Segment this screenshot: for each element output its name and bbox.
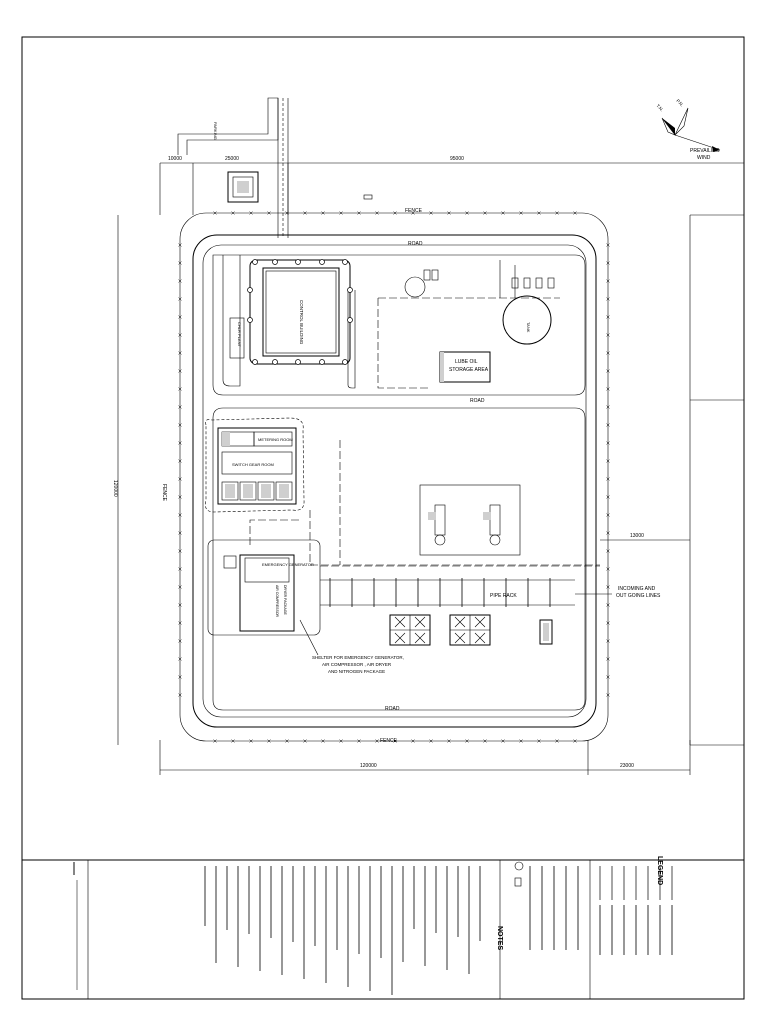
air-coolers (389, 614, 553, 646)
guard-house (227, 171, 259, 203)
svg-text:TANK: TANK (526, 322, 531, 333)
storage-tank (502, 295, 552, 345)
fence-marks (178, 211, 610, 743)
knock-out-drum (404, 276, 426, 298)
fence-label-top: FENCE (405, 208, 423, 214)
pipe-rack (320, 565, 600, 607)
upper-road-loop (212, 254, 586, 396)
pn-label: P.N. (675, 98, 684, 107)
control-building: CONTROL BUILDING CHLR PLANT (229, 259, 351, 365)
north-arrow-icon (661, 107, 721, 152)
pipe-rack-label: PIPE RACK (490, 593, 517, 599)
dim-left-side: 120000 (112, 480, 118, 497)
dim-top-mid: 25000 (225, 156, 239, 162)
road-label-top: ROAD (408, 241, 423, 247)
dim-top-left: 10000 (168, 156, 182, 162)
prevailing-wind-label: PREVAILING (690, 148, 720, 154)
perimeter-road-outer (192, 234, 597, 728)
legend-text-lines (599, 866, 673, 955)
tn-label: T.N. (655, 103, 664, 112)
perimeter-road-inner (202, 244, 587, 718)
title-block (87, 860, 673, 999)
gate-marker (363, 194, 373, 200)
svg-text:SWITCH GEAR ROOM: SWITCH GEAR ROOM (232, 462, 274, 467)
cooler-fans (394, 616, 486, 644)
svg-text:METERING ROOM: METERING ROOM (258, 437, 293, 442)
cable-trenches (249, 440, 600, 566)
shelter-label-2: AIR COMPRESSOR , AIR DRYER (322, 662, 392, 667)
dimension-lines (117, 162, 744, 775)
control-building-nodes (247, 259, 353, 365)
shelter-label-1: SHELTER FOR EMERGENCY GENERATOR, (312, 655, 404, 660)
wind-label: WIND (697, 155, 711, 161)
access-road: PARKING (177, 97, 289, 238)
dim-right-inner: 13000 (630, 533, 644, 539)
dim-bottom-left: 120000 (360, 763, 377, 769)
fence-label-left: FENCE (161, 484, 167, 502)
legend-heading: LEGEND (656, 856, 663, 885)
svg-text:AIR COMPRESSOR: AIR COMPRESSOR (275, 585, 279, 618)
upper-process-area: TANK (377, 260, 560, 389)
switchgear-building: METERING ROOM SWITCH GEAR ROOM (205, 417, 305, 513)
fence-label-bottom: FENCE (380, 738, 398, 744)
svg-text:CONTROL BUILDING: CONTROL BUILDING (299, 300, 304, 345)
dim-bottom-right: 23000 (620, 763, 634, 769)
notes-heading: NOTES (496, 926, 503, 950)
generator-shelter: EMERGENCY GENERATOR AIR COMPRESSOR DRYER… (207, 539, 321, 636)
road-label-bottom: ROAD (385, 706, 400, 712)
lube-oil-label-1: LUBE OIL (455, 359, 478, 365)
lower-road-loop (212, 407, 586, 711)
dim-top-right: 95000 (450, 156, 464, 162)
title-block-small-text (73, 862, 78, 990)
road-label-mid: ROAD (470, 398, 485, 404)
svg-text:DRYER PACKAGE: DRYER PACKAGE (283, 585, 287, 615)
incoming-lines-label-1: INCOMING AND (618, 586, 656, 592)
process-skid-area (419, 484, 521, 556)
lube-oil-label-2: STORAGE AREA (449, 367, 489, 373)
shelter-label-3: AND NITROGEN PACKAGE (328, 669, 385, 674)
svg-text:EMERGENCY GENERATOR: EMERGENCY GENERATOR (262, 562, 314, 567)
svg-text:CHLR PLANT: CHLR PLANT (237, 322, 242, 347)
legend-symbol-lines (529, 866, 579, 950)
fence-line (179, 212, 609, 742)
incoming-lines-label-2: OUT GOING LINES (616, 593, 661, 599)
notes-text-lines (204, 866, 481, 995)
svg-text:PARKING: PARKING (213, 122, 218, 140)
shelter-leader (299, 619, 319, 656)
sheet-border (21, 36, 745, 1000)
